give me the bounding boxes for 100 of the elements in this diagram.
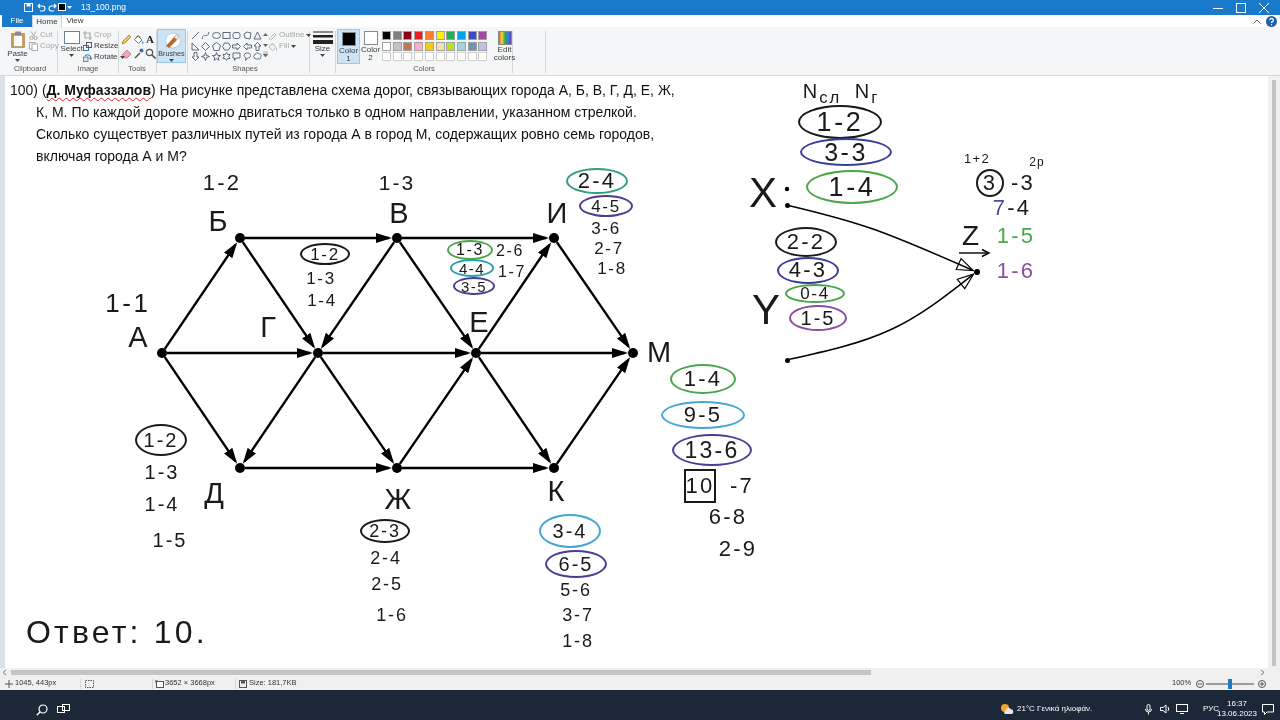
vertex-letter: Г [260, 314, 276, 340]
vertex-dot [549, 463, 559, 473]
arrow [398, 357, 474, 465]
weather-text: 21°C Γενικά ηλιοφάν. [1017, 705, 1093, 713]
arrow [245, 233, 392, 243]
path-count: 1-1 [105, 290, 151, 316]
vertex-letter: Ж [384, 486, 412, 512]
home-tab: Home [32, 15, 62, 28]
vertex-dot [235, 463, 245, 473]
vertex-letter: И [546, 200, 568, 226]
vertex-letter: В [389, 200, 409, 226]
circled-count: 9-5 [661, 401, 745, 429]
vertex-letter: А [128, 324, 148, 350]
problem-statement: 100) (Д. Муфаззалов) На рисунке представлена схема дорог, связывающих города А, Б, В, Г, Д, Е, Ж, К, М. По каждой дороге можно двигаться только в одном направлении, указанном стрелкой. Сколько существует различных путей из города А в город М, содержащих ровно семь городов, включая города А и М? [10, 81, 676, 166]
circled-count: 6-5 [545, 550, 607, 578]
count-suffix: -7 [730, 475, 754, 497]
secondary-color-label: Color 2 [360, 46, 381, 63]
path-count: 6-8 [708, 506, 748, 528]
circled-count: 3-5 [453, 277, 495, 295]
path-count: 1-2 [202, 172, 242, 194]
point-dot [784, 357, 790, 363]
circled-count: 1-2 [135, 424, 187, 456]
circled-count: 3-4 [539, 514, 601, 548]
path-count: 2-9 [718, 538, 758, 560]
vertex-letter: М [646, 339, 672, 365]
arrow [323, 348, 471, 358]
circled-count: 1-2 [798, 105, 882, 139]
circled-count: 3 [976, 169, 1004, 197]
point-dot [974, 269, 980, 275]
edit-colors-label: Edit colors [492, 46, 517, 63]
note-text: 2р [1029, 156, 1045, 168]
path-count: 2-4 [370, 549, 402, 567]
circled-count: 3-3 [800, 138, 892, 166]
arrow [555, 357, 631, 465]
path-count: 5-6 [560, 581, 592, 599]
vertex-letter: К [547, 478, 565, 504]
path-count: 1-5 [152, 530, 188, 550]
boxed-count: 10 [684, 469, 716, 503]
path-count: 3-6 [591, 219, 621, 237]
input-language: РУС [1203, 705, 1219, 713]
text-tool: A [146, 34, 154, 45]
fill-label: Fill [279, 41, 290, 51]
circled-count: 1-3 [447, 240, 493, 260]
circled-count: 2-4 [566, 168, 628, 194]
file-tab: File [2, 15, 32, 27]
circled-count: 2-3 [360, 519, 410, 543]
arrow [167, 348, 313, 358]
arrow [398, 241, 474, 349]
vertex-dot [471, 348, 481, 358]
clock-time: 16:37 [1227, 700, 1247, 708]
path-count: 1-3 [144, 462, 180, 482]
circled-count: 4-4 [450, 259, 494, 277]
vertex-dot [313, 348, 323, 358]
path-count: 1-8 [597, 259, 627, 277]
variable-letter: Z [962, 222, 982, 250]
vertex-dot [628, 348, 638, 358]
circled-count: 0-4 [785, 283, 845, 303]
arrow [555, 241, 631, 349]
vertex-letter: Е [469, 309, 489, 335]
circled-count: 4-5 [579, 195, 633, 217]
resize-label: Resize [94, 41, 119, 51]
outline-label: Outline [279, 30, 305, 40]
variable-letter: Y [751, 289, 785, 331]
window-title: 13_100.png [81, 3, 126, 12]
path-count: 1-7 [498, 264, 526, 280]
path-count: 1-8 [562, 632, 594, 650]
path-count: 1-4 [307, 291, 337, 309]
circled-count: 13-6 [672, 434, 752, 466]
arrow [477, 242, 552, 350]
arrow [402, 233, 549, 243]
path-count: 2-6 [496, 243, 524, 259]
select-label: Select [60, 45, 83, 54]
arrow [241, 241, 316, 349]
copy-label: Copy [40, 41, 59, 51]
arrow [163, 356, 238, 464]
circled-count: 2-2 [775, 227, 837, 257]
path-count: 1-4 [144, 494, 180, 514]
vertex-letter: Б [208, 208, 228, 234]
primary-color-button: Color 1 [337, 29, 360, 64]
vertex-dot [392, 233, 402, 243]
path-count: 2-5 [371, 575, 403, 593]
circled-count: 1-4 [806, 170, 898, 204]
circled-count: 1-5 [789, 305, 847, 331]
vertex-dot [549, 233, 559, 243]
path-count: 1-5 [996, 225, 1036, 247]
variable-letter: X [748, 172, 782, 214]
path-count: 1-6 [376, 606, 408, 624]
arrow [245, 463, 392, 473]
answer-text: Ответ: 10. [26, 616, 208, 648]
path-count: 7-4 [992, 197, 1032, 219]
arrow [402, 463, 549, 473]
path-count: 1-6 [996, 260, 1036, 282]
arrow [477, 356, 552, 464]
vertex-dot [392, 463, 402, 473]
count-suffix: -3 [1011, 172, 1035, 194]
crop-label: Crop [94, 30, 112, 40]
arrow [319, 356, 395, 464]
arrow [320, 241, 396, 349]
path-count: 3-7 [562, 606, 594, 624]
clock-date: 13.06.2023 [1217, 710, 1257, 718]
